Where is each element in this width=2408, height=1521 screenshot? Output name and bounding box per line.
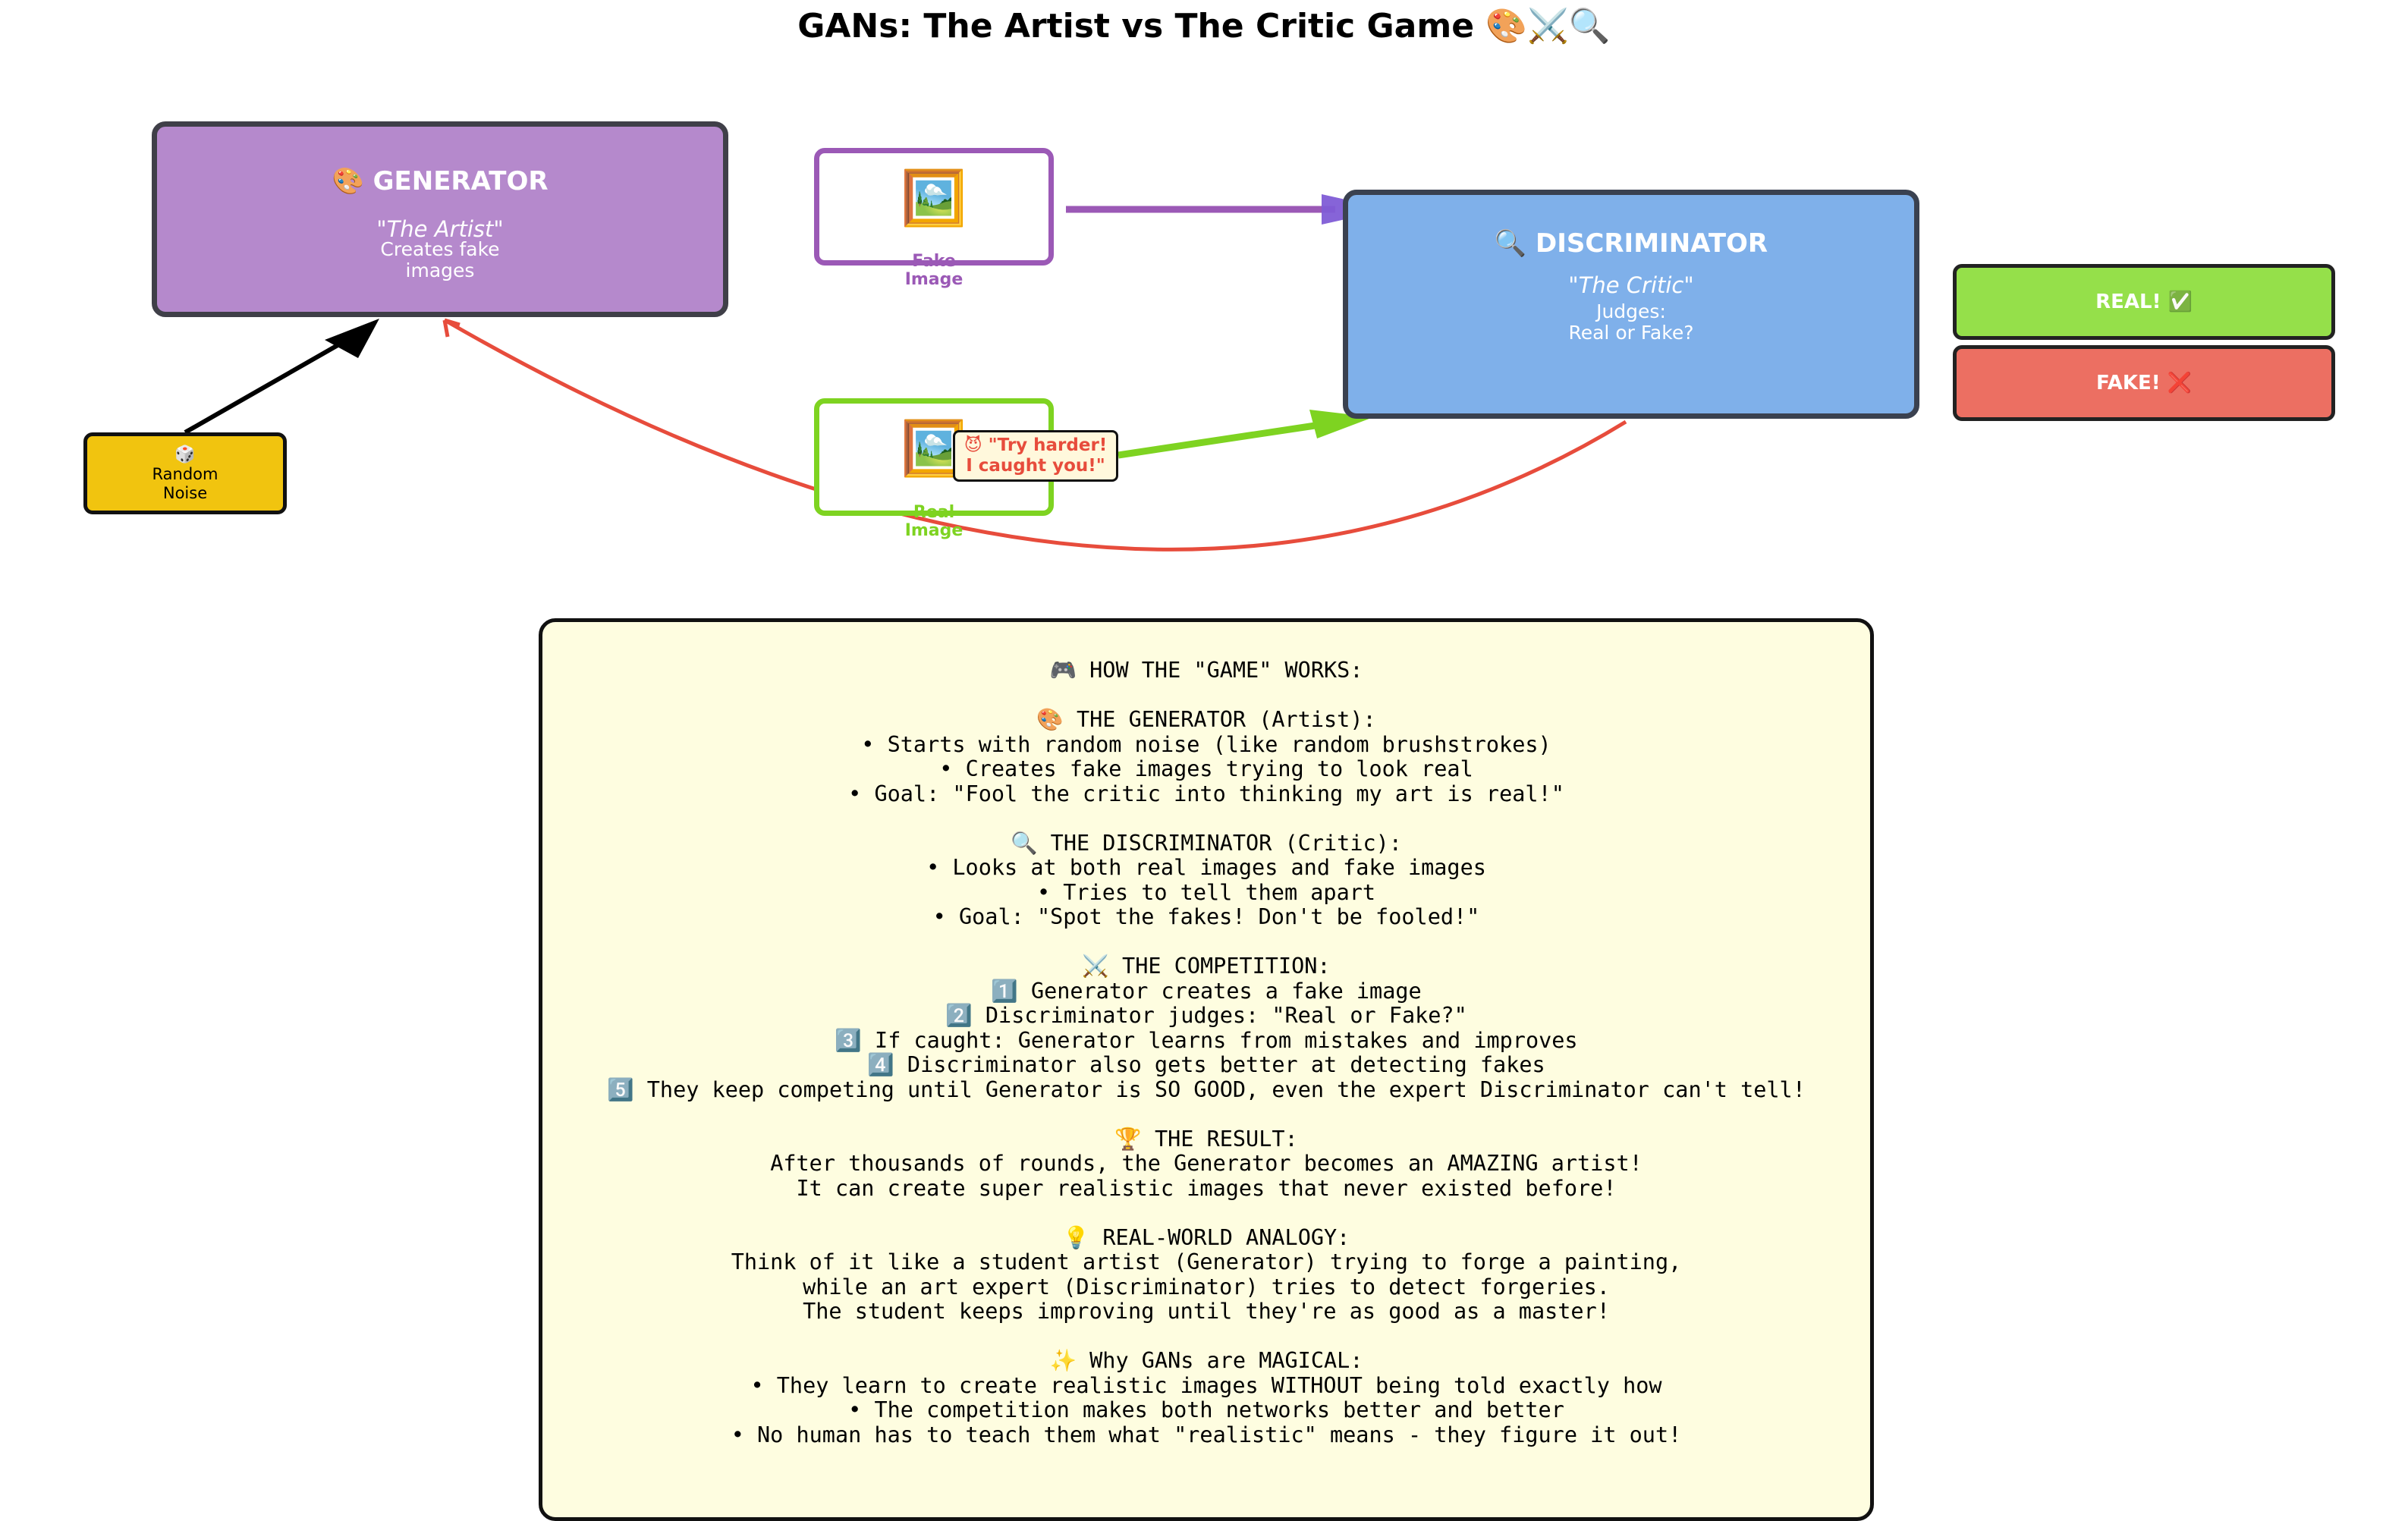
random-noise-box: 🎲 Random Noise [83,432,287,514]
discriminator-title: 🔍 DISCRIMINATOR [1494,228,1768,259]
generator-box: 🎨 GENERATOR "The Artist" Creates fake im… [152,121,728,317]
feedback-arrow [443,318,1627,552]
verdict-fake: FAKE! ❌ [1953,345,2335,421]
explanation-text: 🎮 HOW THE "GAME" WORKS: 🎨 THE GENERATOR … [607,658,1806,1447]
random-noise-label: Random Noise [152,465,218,502]
connectors [184,194,1627,552]
discriminator-box: 🔍 DISCRIMINATOR "The Critic" Judges: Rea… [1343,190,1919,419]
feedback-callout-text: 😈 "Try harder! I caught you!" [964,435,1108,476]
feedback-callout: 😈 "Try harder! I caught you!" [953,430,1118,482]
real-to-discriminator-arrow [1118,421,1321,459]
fake-image-label: Fake Image [904,252,964,289]
noise-to-generator-arrow [184,333,357,435]
fake-image-box: 🖼️ [814,148,1054,266]
noise-to-generator-arrowhead [325,319,379,358]
generator-subtitle: "The Artist" [376,216,504,242]
diagram-title: GANs: The Artist vs The Critic Game 🎨⚔️🔍 [797,7,1611,46]
verdict-real: REAL! ✅ [1953,264,2335,340]
generator-description: Creates fake images [380,238,500,281]
dice-icon: 🎲 [174,445,196,464]
generator-title: 🎨 GENERATOR [332,166,549,196]
feedback-arrowhead [442,318,461,338]
discriminator-description: Judges: Real or Fake? [1568,300,1694,344]
real-image-label: Real Image [904,503,964,540]
discriminator-subtitle: "The Critic" [1568,272,1694,298]
picture-icon: 🖼️ [901,167,967,229]
